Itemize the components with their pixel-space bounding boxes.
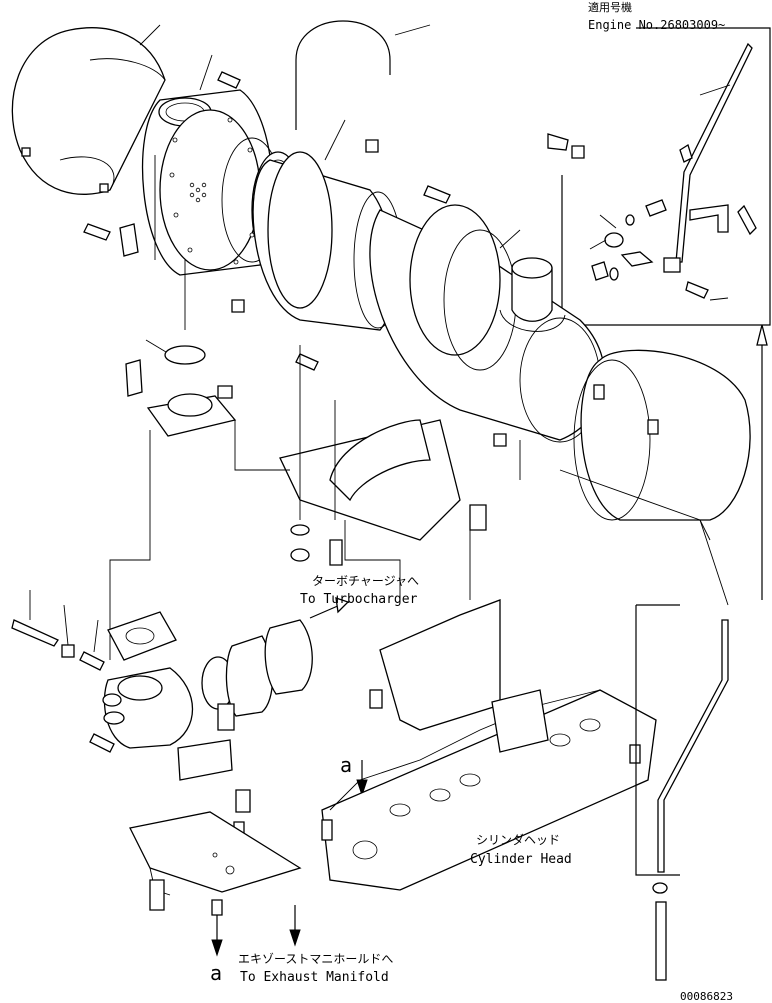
bolt-part xyxy=(685,281,709,299)
muffler-tank-part xyxy=(141,54,283,276)
nut-part xyxy=(591,261,609,281)
drawing-number: 00086823 xyxy=(680,990,733,1003)
reference-a-top: a xyxy=(340,753,352,777)
exhaust-label-jp: エキゾーストマニホールドへ xyxy=(238,952,393,966)
plate-part xyxy=(620,251,654,267)
reference-a-bottom: a xyxy=(210,961,222,985)
cylhead-label-en: Cylinder Head xyxy=(470,852,572,867)
fastener-group-top xyxy=(83,71,585,447)
engine-number: Engine No.26803009~ xyxy=(588,18,725,32)
turbo-label-en: To Turbocharger xyxy=(300,592,418,607)
flange-pipe-part xyxy=(125,359,237,437)
clip-part xyxy=(679,144,693,163)
cylhead-label-jp: シリンダヘッド xyxy=(476,832,560,847)
arrows xyxy=(211,324,768,957)
mounting-bracket-part xyxy=(279,419,487,566)
base-bracket-part xyxy=(129,811,302,916)
turbo-label-jp: ターボチャージャへ xyxy=(312,574,419,588)
applicability-title: 適用号機 xyxy=(588,0,632,14)
applicability-box: 適用号機 Engine No.26803009~ xyxy=(561,0,771,326)
rod-part xyxy=(675,42,753,263)
end-cap-part xyxy=(573,349,751,541)
rod-lower-part xyxy=(635,604,729,981)
washer-part xyxy=(604,232,624,248)
washer-part xyxy=(609,267,619,281)
guide-lines xyxy=(109,155,729,660)
leader-line xyxy=(589,239,607,250)
bolt-part xyxy=(645,199,667,217)
bracket-part xyxy=(689,204,729,233)
leader-line xyxy=(699,84,731,96)
cylinder-head-part xyxy=(321,599,657,891)
exhaust-label-en: To Exhaust Manifold xyxy=(240,970,389,985)
bolt-part xyxy=(737,204,757,236)
turbo-connection-parts xyxy=(11,590,313,835)
flange-holes xyxy=(169,117,255,265)
leader-line xyxy=(709,297,729,301)
heat-shield-part xyxy=(11,24,166,195)
perforation-holes xyxy=(189,182,207,203)
right-muffler-part xyxy=(369,204,606,443)
middle-cylinder-part xyxy=(252,119,403,331)
u-bolt-part xyxy=(295,20,391,130)
clamp-part xyxy=(663,257,681,273)
leader-line xyxy=(599,214,617,229)
o-ring-part xyxy=(164,345,206,365)
washer-part xyxy=(625,214,635,226)
